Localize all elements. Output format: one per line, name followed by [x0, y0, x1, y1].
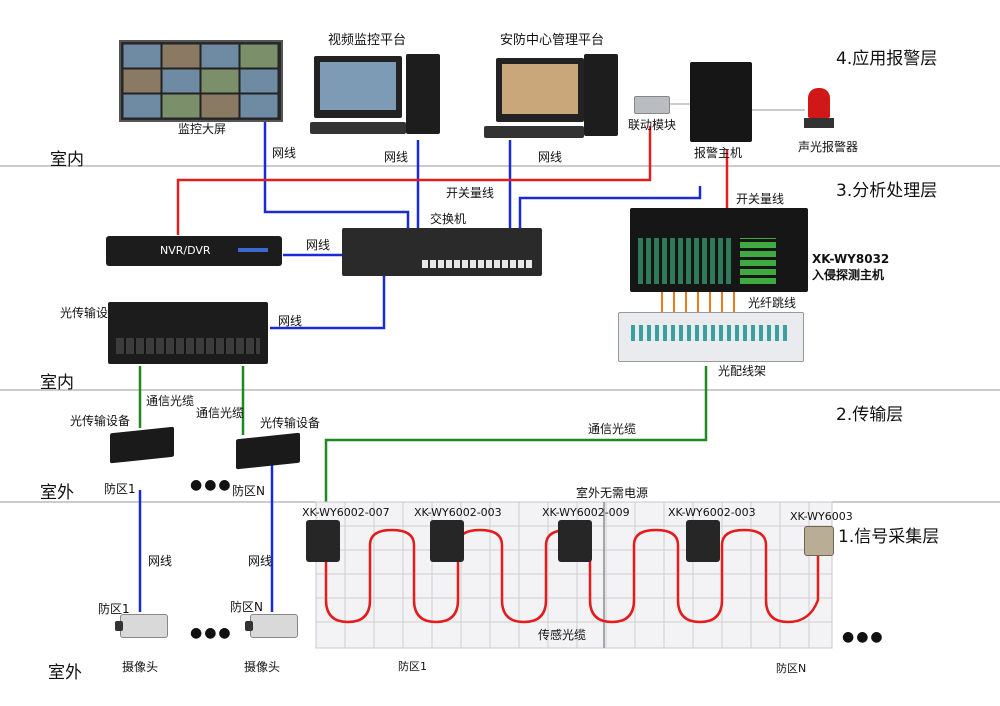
ellipsis-1: ●●●	[190, 477, 233, 493]
optical-distribution-frame	[618, 312, 804, 362]
intrusion-model-label: XK-WY8032	[812, 252, 890, 266]
comm-cable-label-1: 通信光缆	[146, 394, 195, 408]
net-rack-label: 网线	[278, 314, 303, 328]
nvr-face-text: NVR/DVR	[160, 244, 211, 257]
sensor-5	[804, 526, 834, 556]
camera-1-label: 摄像头	[122, 660, 159, 674]
zone-outdoor-1: 室外	[40, 483, 74, 503]
linkage-module-label: 联动模块	[628, 118, 677, 132]
sensor-5-label: XK-WY6003	[790, 510, 853, 523]
layer-3-title: 3.分析处理层	[836, 181, 938, 201]
camera-n	[245, 614, 298, 638]
sensor-4-label: XK-WY6002-003	[668, 506, 756, 519]
zone-n-label-c: 防区N	[776, 662, 807, 675]
video-wall-label: 监控大屏	[178, 122, 227, 136]
net-security-label: 网线	[538, 150, 563, 164]
alarm-host	[690, 62, 752, 142]
sound-light-alarm-base	[804, 118, 834, 128]
video-wall-screens	[122, 43, 279, 119]
net-cam-n-label: 网线	[248, 554, 273, 568]
switch-qty-label-1: 开关量线	[446, 186, 495, 200]
sensor-1-label: XK-WY6002-007	[302, 506, 390, 519]
network-lines	[138, 118, 702, 612]
net-wall-label: 网线	[272, 146, 297, 160]
alarm-links	[668, 103, 805, 111]
layer-4-title: 4.应用报警层	[836, 49, 938, 69]
nvr-device: NVR/DVR	[106, 236, 282, 266]
zone-n-label-a: 防区N	[232, 484, 265, 498]
security-platform-keyboard	[484, 126, 584, 138]
security-platform-monitor	[496, 58, 584, 122]
video-platform-label: 视频监控平台	[328, 33, 407, 48]
alarm-host-label: 报警主机	[694, 146, 743, 160]
net-cam-1-label: 网线	[148, 554, 173, 568]
switch-qty-label-2: 开关量线	[736, 192, 785, 206]
video-platform-monitor	[314, 56, 402, 118]
optical-rack	[108, 302, 268, 364]
comm-cable-label-2: 通信光缆	[196, 406, 245, 420]
switch-label: 交换机	[430, 212, 467, 226]
zone-1-label-a: 防区1	[104, 482, 136, 496]
video-wall	[119, 40, 283, 122]
zone-indoor-1: 室内	[50, 150, 84, 170]
fiber-jumper-label: 光纤跳线	[748, 296, 797, 310]
fiber-lines	[138, 366, 708, 518]
video-platform-tower	[406, 54, 440, 134]
sensor-1	[306, 520, 340, 562]
optical-device-1-label: 光传输设备	[70, 414, 131, 428]
optical-rack-label: 光传输设备	[60, 306, 121, 320]
zone-indoor-2: 室内	[40, 373, 74, 393]
zone-n-label-b: 防区N	[230, 600, 263, 614]
linkage-module	[634, 96, 670, 114]
intrusion-host	[630, 208, 808, 292]
layer-2-title: 2.传输层	[836, 405, 904, 425]
sensor-4	[686, 520, 720, 562]
sound-light-alarm-label: 声光报警器	[798, 140, 859, 154]
sensor-2	[430, 520, 464, 562]
video-platform-keyboard	[310, 122, 406, 134]
zone-1-label-b: 防区1	[98, 602, 130, 616]
camera-1	[115, 614, 168, 638]
sensor-2-label: XK-WY6002-003	[414, 506, 502, 519]
ellipsis-2: ●●●	[190, 625, 233, 641]
camera-n-label: 摄像头	[244, 660, 281, 674]
security-platform-label: 安防中心管理平台	[500, 33, 605, 48]
fiber-jumpers	[661, 292, 735, 312]
no-power-label: 室外无需电源	[576, 486, 649, 500]
sensor-3	[558, 520, 592, 562]
sound-light-alarm	[808, 88, 830, 118]
security-platform-tower	[584, 54, 618, 136]
comm-cable-label-3: 通信光缆	[588, 422, 637, 436]
optical-device-n-label: 光传输设备	[260, 416, 321, 430]
ellipsis-3: ●●●	[842, 629, 885, 645]
net-video-label: 网线	[384, 150, 409, 164]
switch-quantity-lines	[176, 126, 729, 235]
sensing-cable-label: 传感光缆	[538, 628, 587, 642]
odf-label: 光配线架	[718, 364, 767, 378]
zone-outdoor-2: 室外	[48, 663, 82, 683]
net-nvr-label: 网线	[306, 238, 331, 252]
layer-1-title: 1.信号采集层	[838, 527, 940, 547]
network-switch	[342, 228, 542, 276]
sensor-3-label: XK-WY6002-009	[542, 506, 630, 519]
intrusion-name-label: 入侵探测主机	[812, 268, 885, 282]
zone-1-label-c: 防区1	[398, 660, 427, 673]
